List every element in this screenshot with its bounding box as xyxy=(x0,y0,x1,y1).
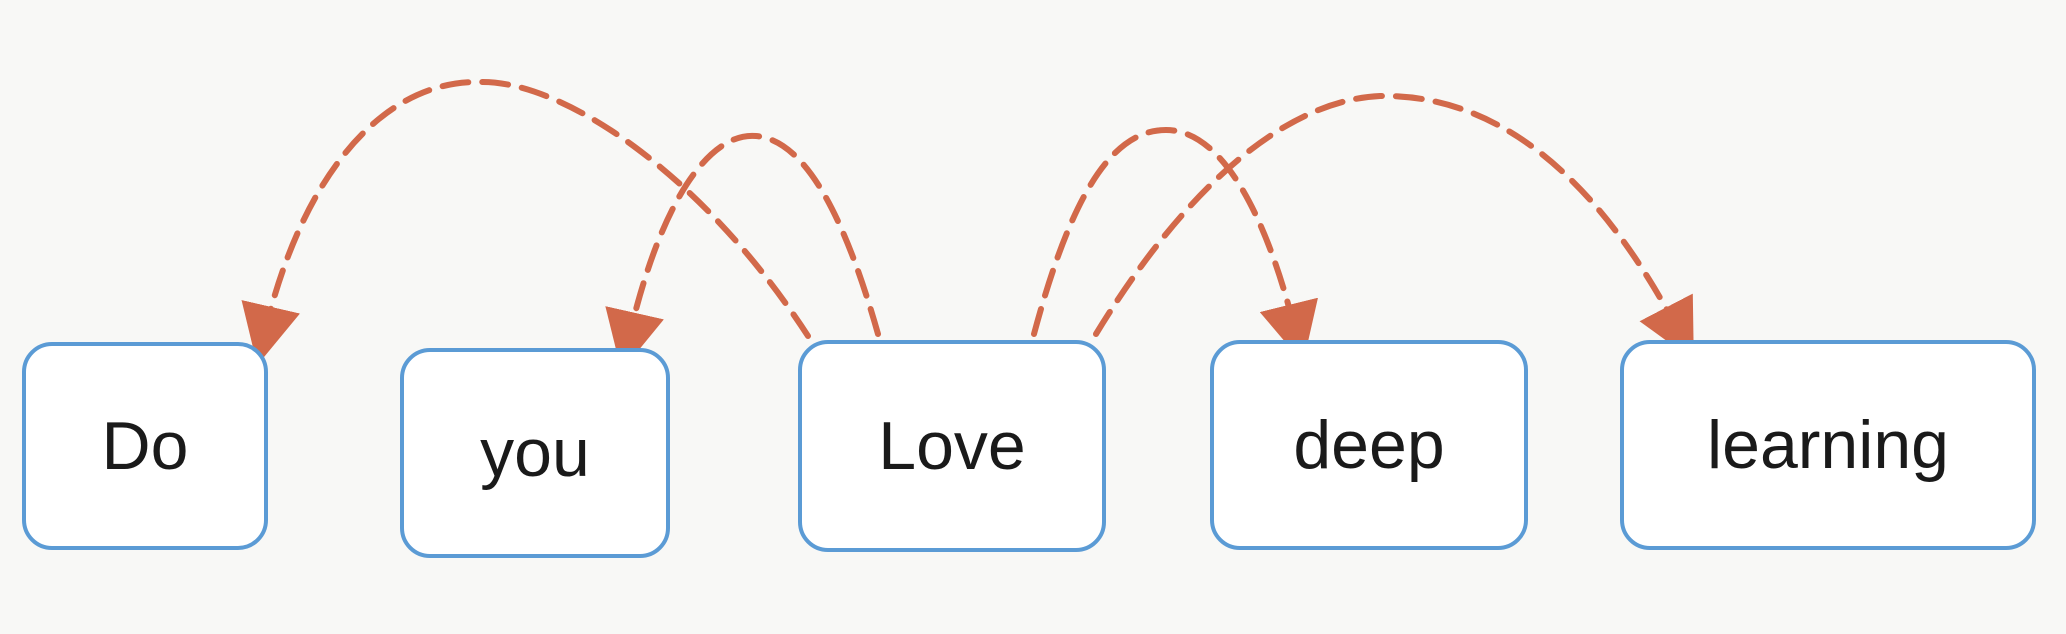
word-node-learning: learning xyxy=(1620,340,2036,550)
word-node-do: Do xyxy=(22,342,268,550)
word-label-deep: deep xyxy=(1293,407,1445,483)
word-node-deep: deep xyxy=(1210,340,1528,550)
word-label-do: Do xyxy=(101,408,189,484)
word-node-you: you xyxy=(400,348,670,558)
word-node-love: Love xyxy=(798,340,1106,552)
arc-love-to-you xyxy=(605,132,881,372)
arc-love-to-do xyxy=(241,78,811,366)
word-label-you: you xyxy=(480,415,590,491)
word-label-love: Love xyxy=(878,408,1026,484)
word-label-learning: learning xyxy=(1707,407,1949,483)
arc-love-to-learning xyxy=(1093,92,1694,361)
arc-love-to-deep xyxy=(1031,126,1318,364)
